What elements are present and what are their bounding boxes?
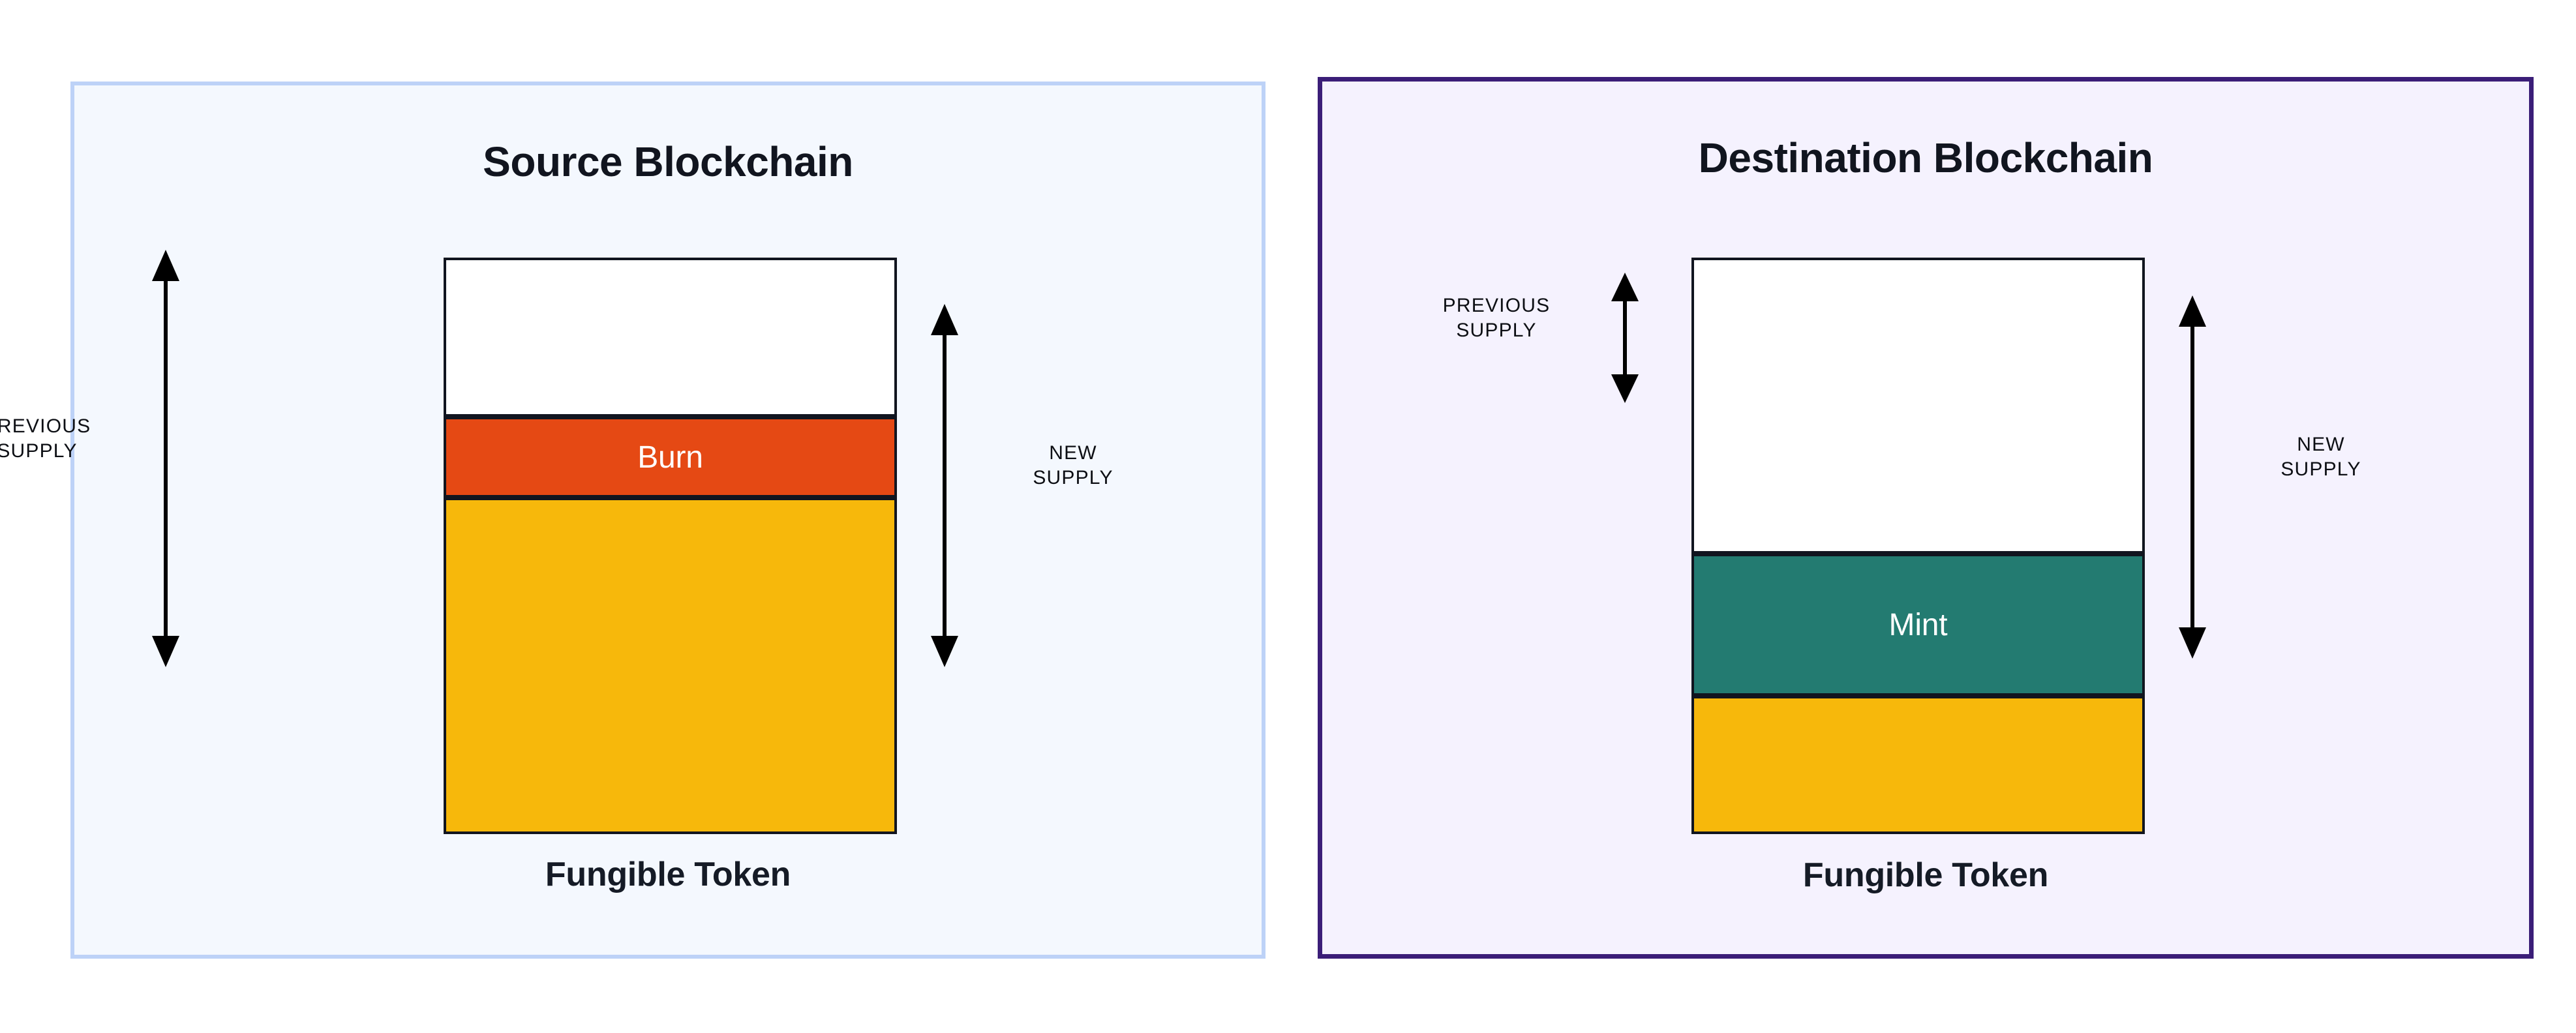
- source-segment-burn: Burn: [444, 417, 897, 498]
- source-new-supply-measure: NEW SUPPLY: [929, 304, 1112, 667]
- destination-previous-supply-measure: PREVIOUS SUPPLY: [1443, 273, 1641, 403]
- source-blockchain-panel: Source Blockchain Burn PREVIOUS SUPPLY: [0, 82, 1265, 959]
- double-arrow-icon: [1611, 273, 1639, 403]
- source-previous-supply-measure: PREVIOUS SUPPLY: [0, 250, 181, 667]
- source-segment-burn-label: Burn: [637, 440, 703, 475]
- double-arrow-icon: [152, 250, 179, 667]
- source-token-stack: Burn: [444, 258, 897, 834]
- destination-segment-mint: Mint: [1691, 554, 2145, 696]
- double-arrow-icon: [2179, 295, 2206, 659]
- source-segment-supply: [444, 498, 897, 834]
- source-segment-empty: [444, 258, 897, 417]
- destination-new-supply-label: NEW SUPPLY: [2281, 434, 2361, 481]
- source-panel-caption: Fungible Token: [545, 856, 791, 893]
- source-new-supply-label: NEW SUPPLY: [1033, 442, 1114, 489]
- double-arrow-icon: [931, 304, 958, 667]
- destination-segment-mint-label: Mint: [1888, 607, 1948, 642]
- destination-segment-supply: [1691, 696, 2145, 834]
- source-previous-supply-label: PREVIOUS SUPPLY: [0, 415, 91, 462]
- source-panel-title: Source Blockchain: [483, 138, 853, 185]
- destination-segment-empty: [1691, 258, 2145, 554]
- destination-token-stack: Mint: [1691, 258, 2145, 834]
- destination-new-supply-measure: NEW SUPPLY: [2177, 295, 2360, 659]
- destination-previous-supply-label: PREVIOUS SUPPLY: [1442, 295, 1551, 342]
- destination-blockchain-panel: Destination Blockchain Mint PREVIOUS SUP…: [1318, 77, 2534, 959]
- destination-panel-title: Destination Blockchain: [1698, 134, 2153, 181]
- destination-panel-caption: Fungible Token: [1802, 856, 2049, 894]
